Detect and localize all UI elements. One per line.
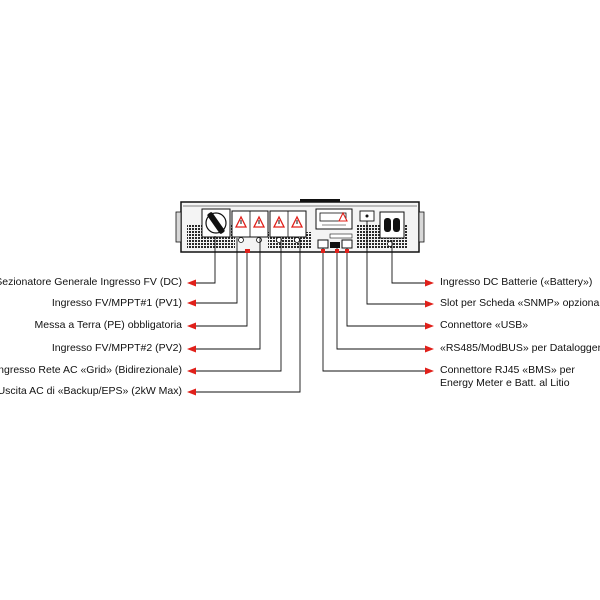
label-usb-connector: Connettore «USB» [440, 319, 529, 331]
warning-triangle-icon [234, 215, 304, 228]
label-rs485-modbus: «RS485/ModBUS» per Datalogger [440, 342, 600, 354]
pv-connector-blocks [231, 210, 307, 243]
label-bms-rj45: Connettore RJ45 «BMS» per [440, 364, 575, 376]
ac-grid-connector [315, 208, 353, 230]
inverter-rear-panel [175, 199, 425, 253]
red-arrow-icon [187, 279, 434, 396]
label-ac-backup-eps: Uscita AC di «Backup/EPS» (2kW Max) [0, 385, 182, 397]
label-bms-rj45-line2: Energy Meter e Batt. al Litio [440, 377, 570, 389]
leader-lines [195, 221, 426, 393]
battery-terminal-icon [379, 211, 405, 247]
label-battery-input: Ingresso DC Batterie («Battery») [440, 276, 593, 288]
label-earth-pe: Messa a Terra (PE) obbligatoria [34, 319, 182, 331]
label-ac-grid: Ingresso Rete AC «Grid» (Bidirezionale) [0, 364, 182, 376]
label-pv2-input: Ingresso FV/MPPT#2 (PV2) [51, 342, 182, 354]
label-pv1-input: Ingresso FV/MPPT#1 (PV1) [51, 297, 182, 309]
panel-red-markers [245, 249, 349, 253]
label-snmp-slot: Slot per Scheda «SNMP» opzionale [440, 297, 600, 309]
dc-isolator-switch-icon [201, 208, 231, 238]
label-dc-isolator: Sezionatore Generale Ingresso FV (DC) [0, 276, 182, 288]
